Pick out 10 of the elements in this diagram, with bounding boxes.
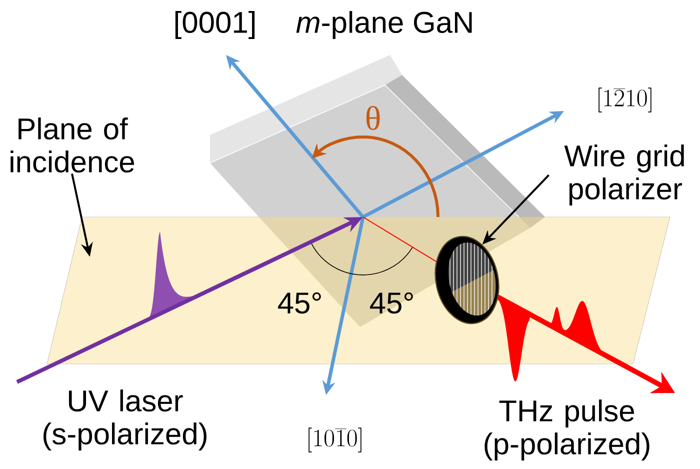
axis-label: $[1\overline{2}10]$ [598,88,652,112]
crystal-label: m-plane GaN [296,11,472,39]
axis-label: $[10\overline{1}0]$ [308,428,362,452]
wire-grid-polarizer [434,236,500,324]
axis-label: [0001] [175,11,255,39]
beam-label: UV laser (s-polarized) [44,390,206,450]
plane-label: Plane of incidence [10,118,134,173]
polarizer-label: Wire grid polarizer [564,144,684,206]
beam-label: THz pulse (p-polarized) [484,400,650,460]
angle-label: θ [366,106,380,130]
